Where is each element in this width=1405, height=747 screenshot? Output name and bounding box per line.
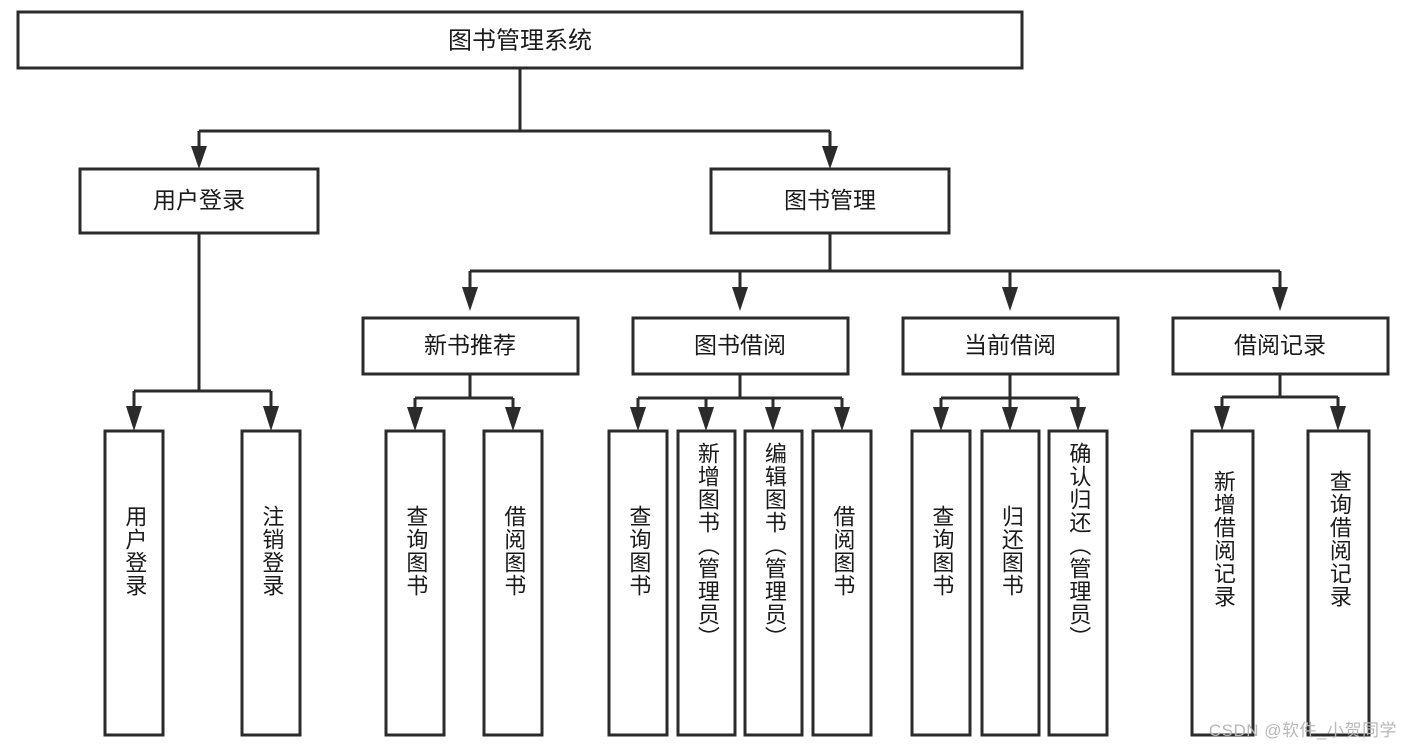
arrowhead-leaf	[1002, 407, 1018, 431]
arrowhead-level2	[732, 287, 748, 311]
arrowhead-leaf	[698, 407, 714, 431]
node-root[interactable]: 图书管理系统	[16, 10, 1024, 70]
leaf-node[interactable]	[103, 429, 165, 737]
node-book-manage[interactable]: 图书管理	[709, 167, 951, 235]
node-current-borrow-rect	[901, 316, 1120, 376]
connector-new-book-recommend-to-leaves	[407, 374, 521, 431]
leaf-node[interactable]	[811, 429, 873, 737]
leaf-rect	[980, 429, 1041, 737]
arrowhead-to-user-login	[191, 146, 207, 169]
leaf-node[interactable]	[676, 429, 737, 737]
arrowhead-leaf	[1070, 407, 1086, 431]
node-book-manage-label: 图书管理	[784, 187, 876, 213]
node-book-borrow-label: 图书借阅	[694, 332, 786, 358]
connector-book-manage-to-level2	[462, 233, 1288, 311]
arrowhead-level2	[1272, 287, 1288, 311]
leaf-rect	[607, 429, 669, 737]
arrowhead-leaf	[1214, 406, 1230, 431]
connector-book-borrow-to-leaves	[630, 374, 850, 431]
leaf-rect	[384, 429, 446, 737]
leaf-rect	[103, 429, 165, 737]
node-current-borrow[interactable]: 当前借阅	[901, 316, 1120, 376]
leaf-node[interactable]	[482, 429, 544, 737]
arrowhead-leaf	[834, 407, 850, 431]
node-root-rect	[16, 10, 1024, 70]
leaf-node[interactable]	[1306, 429, 1371, 737]
arrowhead-leaf	[1330, 406, 1346, 431]
arrowhead-leaf	[933, 407, 949, 431]
node-borrow-record[interactable]: 借阅记录	[1171, 316, 1390, 376]
node-user-login-label: 用户登录	[153, 187, 245, 213]
connector-borrow-record-to-leaves	[1214, 374, 1346, 431]
leaf-node[interactable]	[607, 429, 669, 737]
leaf-node[interactable]	[980, 429, 1041, 737]
connector-user-login-to-leaves	[126, 233, 279, 431]
watermark: CSDN @软件_小贺同学	[1208, 721, 1397, 740]
arrowhead-leaf	[630, 407, 646, 431]
leaf-node[interactable]	[1047, 429, 1109, 737]
leaf-rect	[676, 429, 737, 737]
arrowhead-leaf	[126, 406, 142, 431]
leaf-node[interactable]	[743, 429, 804, 737]
leaf-rect	[910, 429, 972, 737]
leaf-rect	[1190, 429, 1255, 737]
node-new-book-recommend-label: 新书推荐	[424, 332, 516, 358]
node-root-label: 图书管理系统	[448, 27, 592, 54]
leaf-rect	[1306, 429, 1371, 737]
arrowhead-leaf	[765, 407, 781, 431]
leaf-node[interactable]	[910, 429, 972, 737]
node-user-login[interactable]: 用户登录	[78, 167, 320, 235]
node-new-book-recommend-rect	[361, 316, 580, 376]
leaf-node[interactable]	[240, 429, 302, 737]
leaf-rect	[743, 429, 804, 737]
arrowhead-level2	[1002, 287, 1018, 311]
connector-current-borrow-to-leaves	[933, 374, 1086, 431]
leaf-rect	[482, 429, 544, 737]
node-user-login-rect	[78, 167, 320, 235]
leaf-rect	[811, 429, 873, 737]
arrowhead-to-book-manage	[822, 146, 838, 169]
arrowhead-level2	[462, 287, 478, 311]
arrowhead-leaf	[407, 407, 423, 431]
node-book-borrow[interactable]: 图书借阅	[631, 316, 850, 376]
node-current-borrow-label: 当前借阅	[964, 332, 1056, 358]
leaf-rect	[1047, 429, 1109, 737]
connector-root-to-level1	[191, 68, 838, 169]
leaf-node[interactable]	[384, 429, 446, 737]
leaf-node[interactable]	[1190, 429, 1255, 737]
arrowhead-leaf	[505, 407, 521, 431]
node-new-book-recommend[interactable]: 新书推荐	[361, 316, 580, 376]
arrowhead-leaf	[263, 406, 279, 431]
leaf-rect	[240, 429, 302, 737]
node-borrow-record-label: 借阅记录	[1234, 332, 1326, 358]
